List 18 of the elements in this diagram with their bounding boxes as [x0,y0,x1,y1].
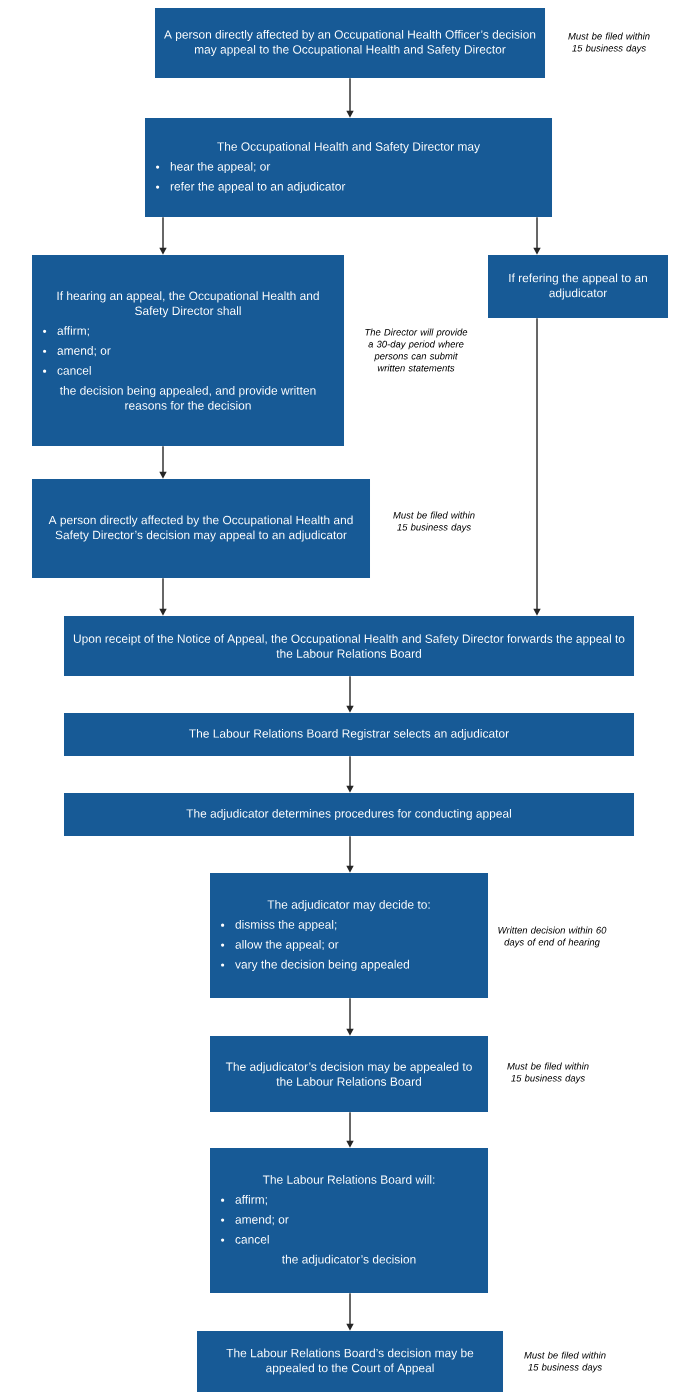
note-text: Must be filed within 15 business days [507,1062,589,1084]
process-box: The Labour Relations Board’s decision may be appealed to the Court of Appeal [197,1331,503,1392]
process-box: The adjudicator’s decision may be appealed to the Labour Relations Board [210,1036,488,1112]
note-text: Must be filed within 15 business days [524,1351,606,1373]
process-box: The Labour Relations Board will: affirm; amend; or cancel the adjudicator’s decision [210,1148,488,1293]
process-box: The Labour Relations Board Registrar selects an adjudicator [64,713,634,756]
note-text: The Director will provide a 30-day period where persons can submit written statements [365,328,468,372]
note-text: Must be filed within 15 business days [568,32,650,54]
process-box: A person directly affected by an Occupational Health Officer’s decision may appeal to the Occupational Health and Safety Director [155,8,545,78]
process-box: If hearing an appeal, the Occupational Health and Safety Director shall affirm; amend; or cancel the decision being appealed, and provide written reasons for the decision [32,255,344,446]
process-box: The adjudicator may decide to: dismiss the appeal; allow the appeal; or vary the decision being appealed [210,873,488,998]
note-text: Written decision within 60 days of end of hearing [498,926,607,948]
process-box: A person directly affected by the Occupational Health and Safety Director’s decision may appeal to an adjudicator [32,479,370,578]
process-box: Upon receipt of the Notice of Appeal, the Occupational Health and Safety Director forwards the appeal to the Labour Relations Board [64,616,634,676]
process-box: If refering the appeal to an adjudicator [488,255,668,318]
process-box: The adjudicator determines procedures for conducting appeal [64,793,634,836]
note-text: Must be filed within 15 business days [393,511,475,533]
process-box: The Occupational Health and Safety Director may hear the appeal; or refer the appeal to an adjudicator [145,118,552,217]
